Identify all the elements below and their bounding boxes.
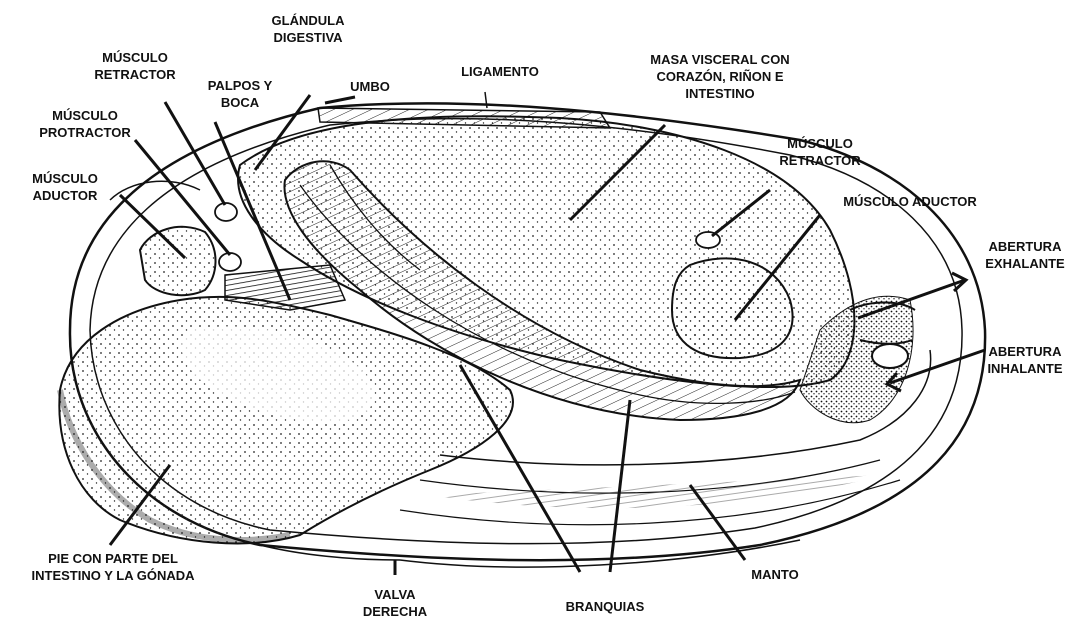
- label-valva-derecha: VALVA DERECHA: [340, 586, 450, 620]
- label-musculo-retractor-anterior: MÚSCULO RETRACTOR: [70, 49, 200, 83]
- label-ligamento: LIGAMENTO: [440, 63, 560, 80]
- protractor-muscle: [219, 253, 241, 271]
- label-pie: PIE CON PARTE DEL INTESTINO Y LA GÓNADA: [8, 550, 218, 584]
- label-abertura-inhalante: ABERTURA INHALANTE: [970, 343, 1080, 377]
- label-abertura-exhalante: ABERTURA EXHALANTE: [970, 238, 1080, 272]
- label-branquias: BRANQUIAS: [545, 598, 665, 615]
- label-umbo: UMBO: [340, 78, 400, 95]
- label-manto: MANTO: [735, 566, 815, 583]
- label-palpos-boca: PALPOS Y BOCA: [190, 77, 290, 111]
- label-glandula-digestiva: GLÁNDULA DIGESTIVA: [248, 12, 368, 46]
- anterior-retractor-muscle: [215, 203, 237, 221]
- label-musculo-aductor-anterior: MÚSCULO ADUCTOR: [10, 170, 120, 204]
- label-musculo-protractor: MÚSCULO PROTRACTOR: [20, 107, 150, 141]
- label-musculo-aductor-posterior: MÚSCULO ADUCTOR: [820, 193, 1000, 210]
- label-musculo-retractor-posterior: MÚSCULO RETRACTOR: [760, 135, 880, 169]
- label-masa-visceral: MASA VISCERAL CON CORAZÓN, RIÑON E INTES…: [620, 51, 820, 102]
